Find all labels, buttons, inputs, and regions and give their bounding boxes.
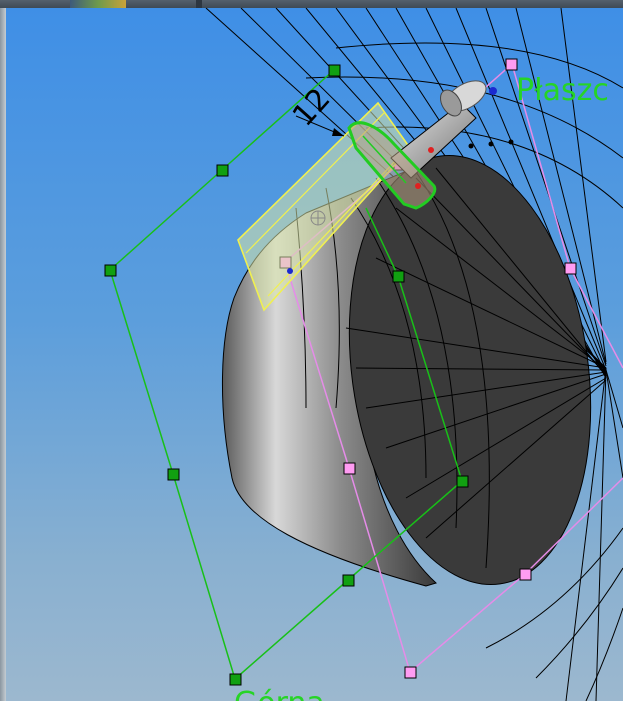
handle-square-icon <box>392 270 405 283</box>
handle-square-icon <box>342 574 355 587</box>
pin-feature[interactable] <box>390 75 491 179</box>
handle-square-icon <box>505 58 518 71</box>
graphics-viewport[interactable]: 12 Płaszc Górna <box>6 8 623 701</box>
handle-square-icon <box>519 568 532 581</box>
face-construction-lines <box>295 157 607 569</box>
handle-square-icon <box>229 673 242 686</box>
origin-triad-icon <box>310 210 326 226</box>
handle-square-icon <box>456 475 469 488</box>
label-gorna[interactable]: Górna <box>234 686 325 701</box>
handle-square-icon <box>167 468 180 481</box>
handle-square-icon <box>104 264 117 277</box>
handle-square-icon <box>328 64 341 77</box>
app-icon-thumbnail <box>70 0 126 8</box>
window-top-edge <box>0 0 623 8</box>
handle-square-icon <box>564 262 577 275</box>
dimension-annotation[interactable]: 12 <box>286 82 345 137</box>
green-sketch-outline[interactable] <box>109 69 463 681</box>
label-plaszcz[interactable]: Płaszc <box>516 73 609 108</box>
sketch-points[interactable] <box>287 87 514 274</box>
handle-square-icon <box>343 462 356 475</box>
cad-scene[interactable]: 12 Płaszc Górna <box>6 8 623 701</box>
handle-square-icon <box>404 666 417 679</box>
handle-square-icon <box>216 164 229 177</box>
left-panel-edge <box>0 8 6 701</box>
green-sketch-handles[interactable] <box>104 64 469 686</box>
panel-divider[interactable] <box>196 0 202 8</box>
dimension-value[interactable]: 12 <box>286 82 338 134</box>
selected-edge-inner <box>362 135 407 184</box>
